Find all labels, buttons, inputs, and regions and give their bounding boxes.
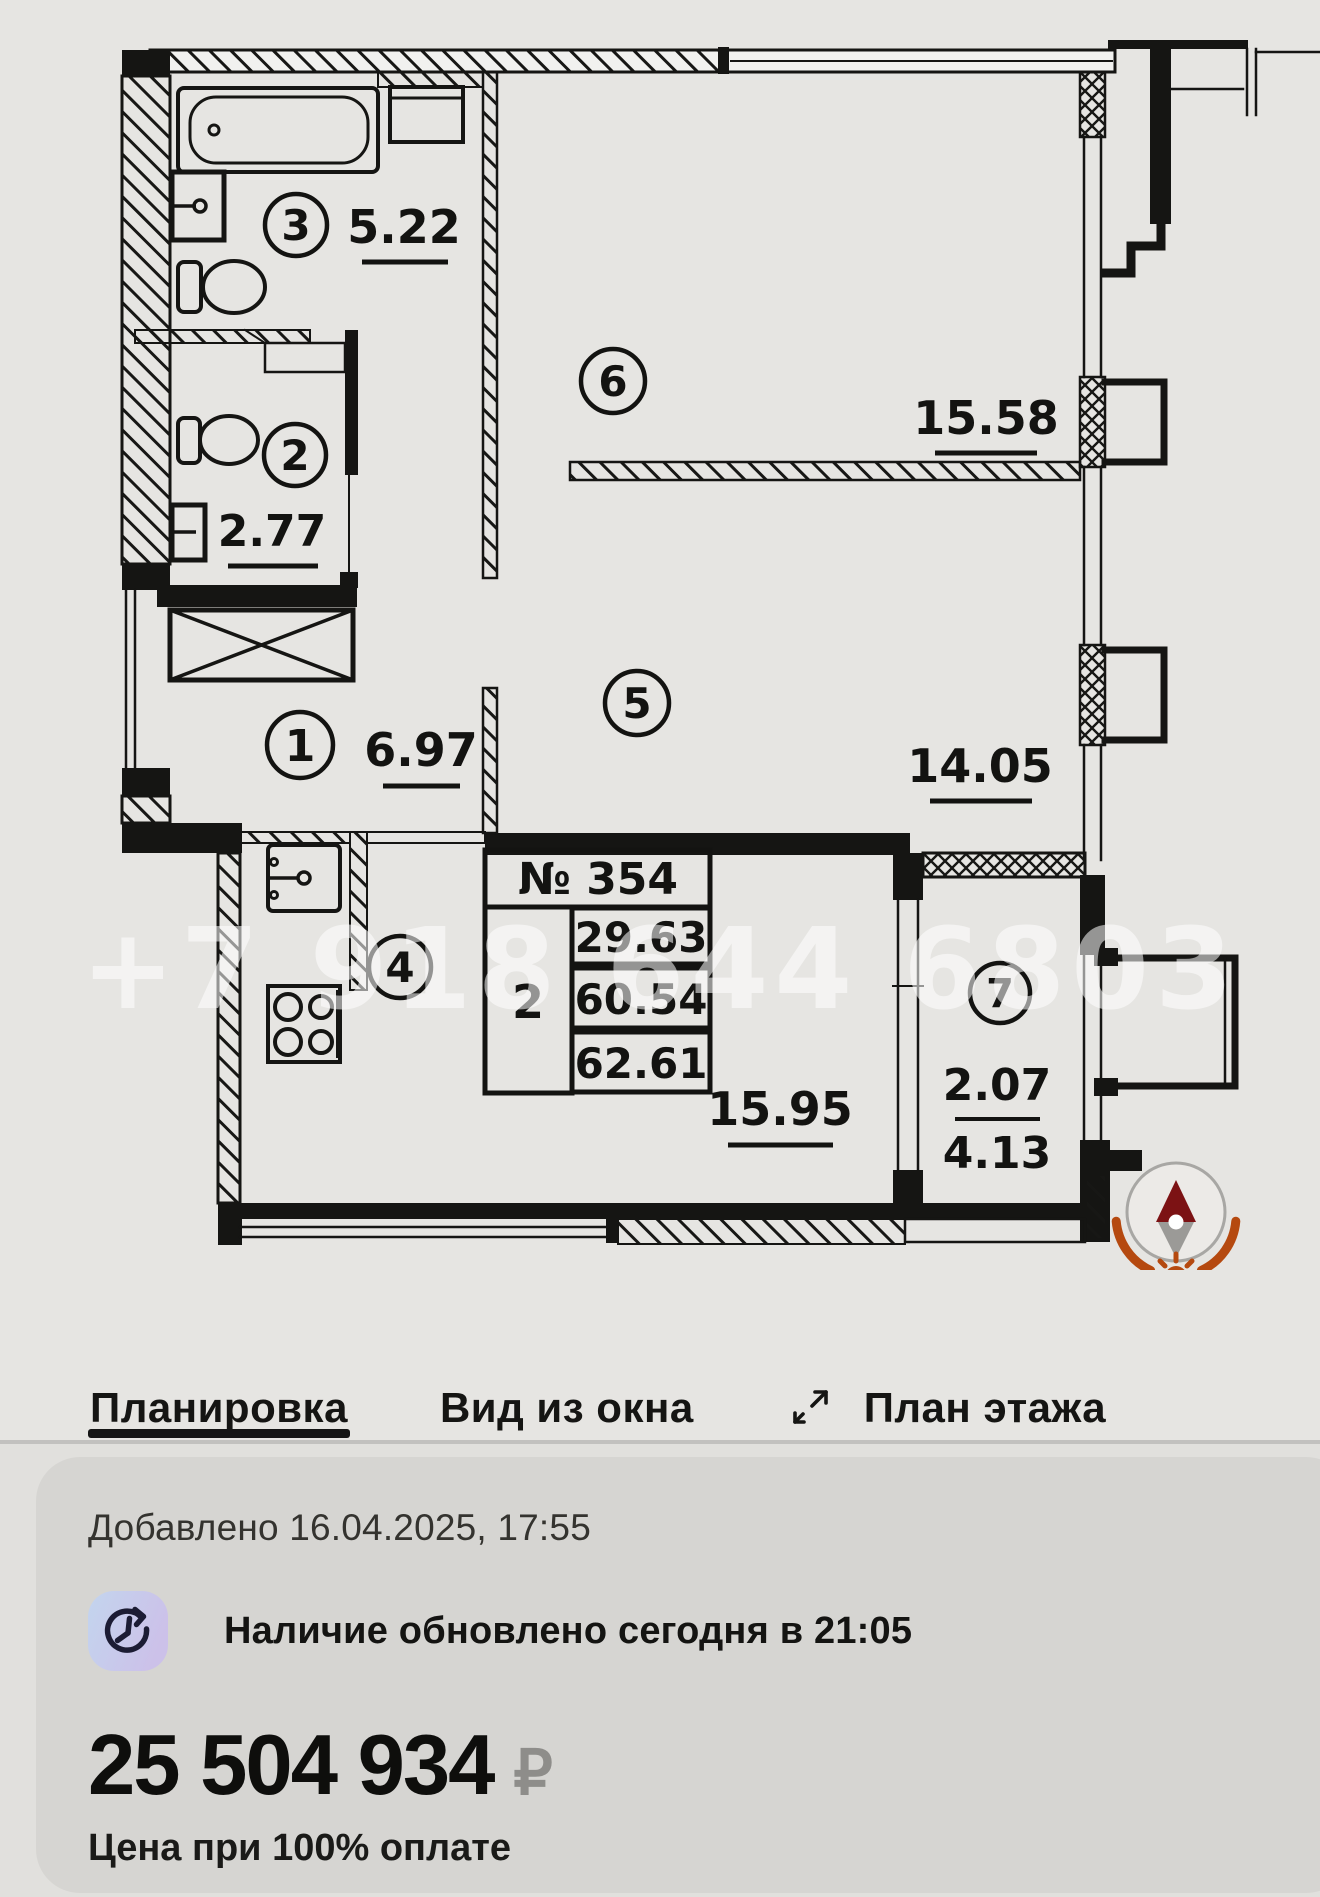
svg-text:14.05: 14.05: [907, 739, 1053, 793]
room-3-label: 3 5.22: [262, 191, 461, 265]
unit-area-living: 29.63: [575, 913, 708, 962]
svg-text:15.58: 15.58: [913, 391, 1059, 445]
tab-plan-etazha[interactable]: План этажа: [864, 1376, 1106, 1440]
svg-text:4.13: 4.13: [943, 1128, 1052, 1179]
svg-text:7: 7: [986, 971, 1014, 1017]
svg-text:3: 3: [281, 201, 310, 250]
details-section: Добавлено 16.04.2025, 17:55: [0, 1444, 1320, 1897]
room-labels: 1 6.97 2 2.77 3 5.22 4 15.95: [218, 191, 1059, 1179]
price-note: Цена при 100% оплате: [88, 1827, 512, 1869]
unit-number: № 354: [518, 854, 678, 905]
bathroom-fixtures: [167, 85, 465, 1064]
svg-text:2.77: 2.77: [218, 506, 327, 557]
svg-text:6: 6: [598, 357, 627, 406]
floor-plan-image[interactable]: 1 6.97 2 2.77 3 5.22 4 15.95: [0, 0, 1320, 1270]
tab-bar: Планировка Вид из окна План этажа: [0, 1376, 1320, 1440]
room-1-label: 1 6.97: [264, 709, 478, 789]
clock-refresh-icon: [88, 1591, 168, 1671]
tab-label: Вид из окна: [439, 1384, 694, 1431]
unit-info-table: № 354 2 29.63 60.54 62.61: [482, 847, 713, 1096]
ruble-currency-sign: ₽: [513, 1739, 553, 1808]
walls: [120, 40, 1320, 1245]
phone-watermark: +7 918 644 6803: [81, 905, 1239, 1035]
sun-icon: [1157, 1251, 1195, 1270]
room-5-label: 5 14.05: [602, 668, 1053, 804]
floor-plan-drawing: 1 6.97 2 2.77 3 5.22 4 15.95: [81, 40, 1320, 1270]
room-2-label: 2 2.77: [218, 421, 329, 569]
svg-text:5: 5: [622, 679, 651, 728]
tab-planirovka[interactable]: Планировка: [88, 1376, 350, 1440]
added-date: Добавлено 16.04.2025, 17:55: [88, 1507, 591, 1548]
availability-status: Наличие обновлено сегодня в 21:05: [224, 1609, 913, 1652]
details-card: Добавлено 16.04.2025, 17:55: [36, 1457, 1320, 1893]
svg-text:4: 4: [385, 943, 414, 992]
expand-icon[interactable]: [786, 1384, 834, 1432]
tab-label: Планировка: [90, 1384, 348, 1431]
room-7-label: 7 2.07 4.13: [943, 960, 1052, 1179]
svg-text:15.95: 15.95: [707, 1082, 853, 1136]
availability-row: Наличие обновлено сегодня в 21:05: [88, 1591, 1298, 1671]
svg-text:6.97: 6.97: [364, 723, 478, 777]
tabbar-divider: [0, 1440, 1320, 1444]
room-4-label: 4 15.95: [366, 933, 853, 1148]
tab-label: План этажа: [863, 1384, 1107, 1431]
svg-text:2: 2: [280, 431, 309, 480]
unit-area-main: 60.54: [575, 975, 708, 1024]
active-tab-underline: [88, 1429, 350, 1438]
unit-rooms-count: 2: [512, 975, 544, 1029]
svg-text:2.07: 2.07: [943, 1060, 1052, 1111]
unit-area-total: 62.61: [575, 1039, 708, 1088]
compass-icon: [1111, 1161, 1241, 1270]
tab-vid-iz-okna[interactable]: Вид из окна: [440, 1376, 694, 1440]
price: 25 504 934: [88, 1718, 495, 1813]
svg-text:1: 1: [285, 721, 316, 772]
price-row: 25 504 934 ₽: [88, 1717, 1298, 1815]
room-6-label: 6 15.58: [578, 346, 1059, 456]
svg-text:5.22: 5.22: [347, 200, 461, 254]
